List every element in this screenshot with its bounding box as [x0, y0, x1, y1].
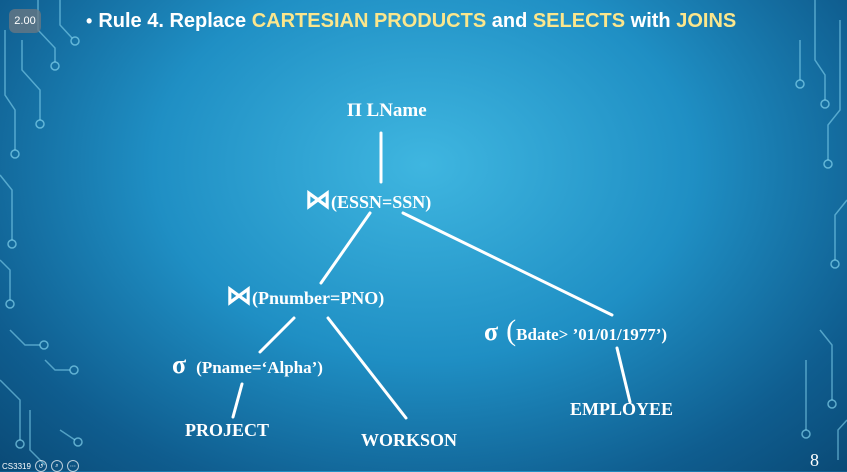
select-bdate-node: σ(Bdate> ’01/01/1977’): [484, 314, 667, 348]
title-mid2: with: [625, 10, 677, 32]
title-highlight-joins: JOINS: [676, 10, 737, 32]
edge-select-project: [231, 382, 244, 419]
bowtie-join-icon: ⋈: [226, 281, 252, 310]
title-prefix: Rule 4. Replace: [98, 10, 252, 32]
edge-join-left: [319, 211, 372, 285]
bullet-icon: •: [86, 11, 93, 31]
join-top-node: ⋈(ESSN=SSN): [305, 185, 431, 215]
select-bdate-paren: (: [506, 314, 517, 347]
sigma-icon: σ: [484, 317, 499, 346]
sigma-icon: σ: [172, 350, 187, 379]
select-pname-condition: (Pname=‘Alpha’): [196, 358, 323, 377]
zoom-icon[interactable]: ⌕: [50, 460, 63, 472]
edge-joinleft-select: [258, 316, 296, 354]
playback-speed-badge[interactable]: 2.00: [9, 9, 41, 33]
edge-bdate-employee: [615, 346, 632, 404]
course-label: CS3319: [2, 461, 31, 471]
replay-icon[interactable]: ↺: [34, 460, 47, 472]
projection-node: Π LName: [347, 100, 427, 122]
relation-workson: WORKSON: [361, 430, 458, 450]
edge-join-employee: [401, 211, 614, 317]
relation-project: PROJECT: [185, 420, 270, 440]
join-left-node: ⋈(Pnumber=PNO): [226, 281, 384, 311]
slide-title: •Rule 4. Replace CARTESIAN PRODUCTS and …: [86, 10, 736, 33]
more-icon[interactable]: ⋯: [66, 460, 79, 472]
player-controls: CS3319 ↺ ⌕ ⋯: [2, 460, 79, 472]
select-bdate-condition: Bdate> ’01/01/1977’): [516, 325, 668, 344]
bowtie-join-icon: ⋈: [305, 185, 331, 214]
edge-joinleft-workson: [326, 316, 408, 420]
join-top-condition: (ESSN=SSN): [331, 192, 432, 212]
relation-employee: EMPLOYEE: [570, 399, 674, 419]
title-mid: and: [486, 10, 533, 32]
select-pname-node: σ (Pname=‘Alpha’): [172, 350, 323, 380]
slide-page-number: 8: [810, 450, 819, 470]
pi-icon: Π: [347, 100, 362, 121]
projection-label: LName: [366, 100, 427, 121]
title-highlight-cartesian: CARTESIAN PRODUCTS: [251, 10, 487, 32]
title-highlight-selects: SELECTS: [532, 10, 626, 32]
join-left-condition: (Pnumber=PNO): [252, 288, 385, 308]
